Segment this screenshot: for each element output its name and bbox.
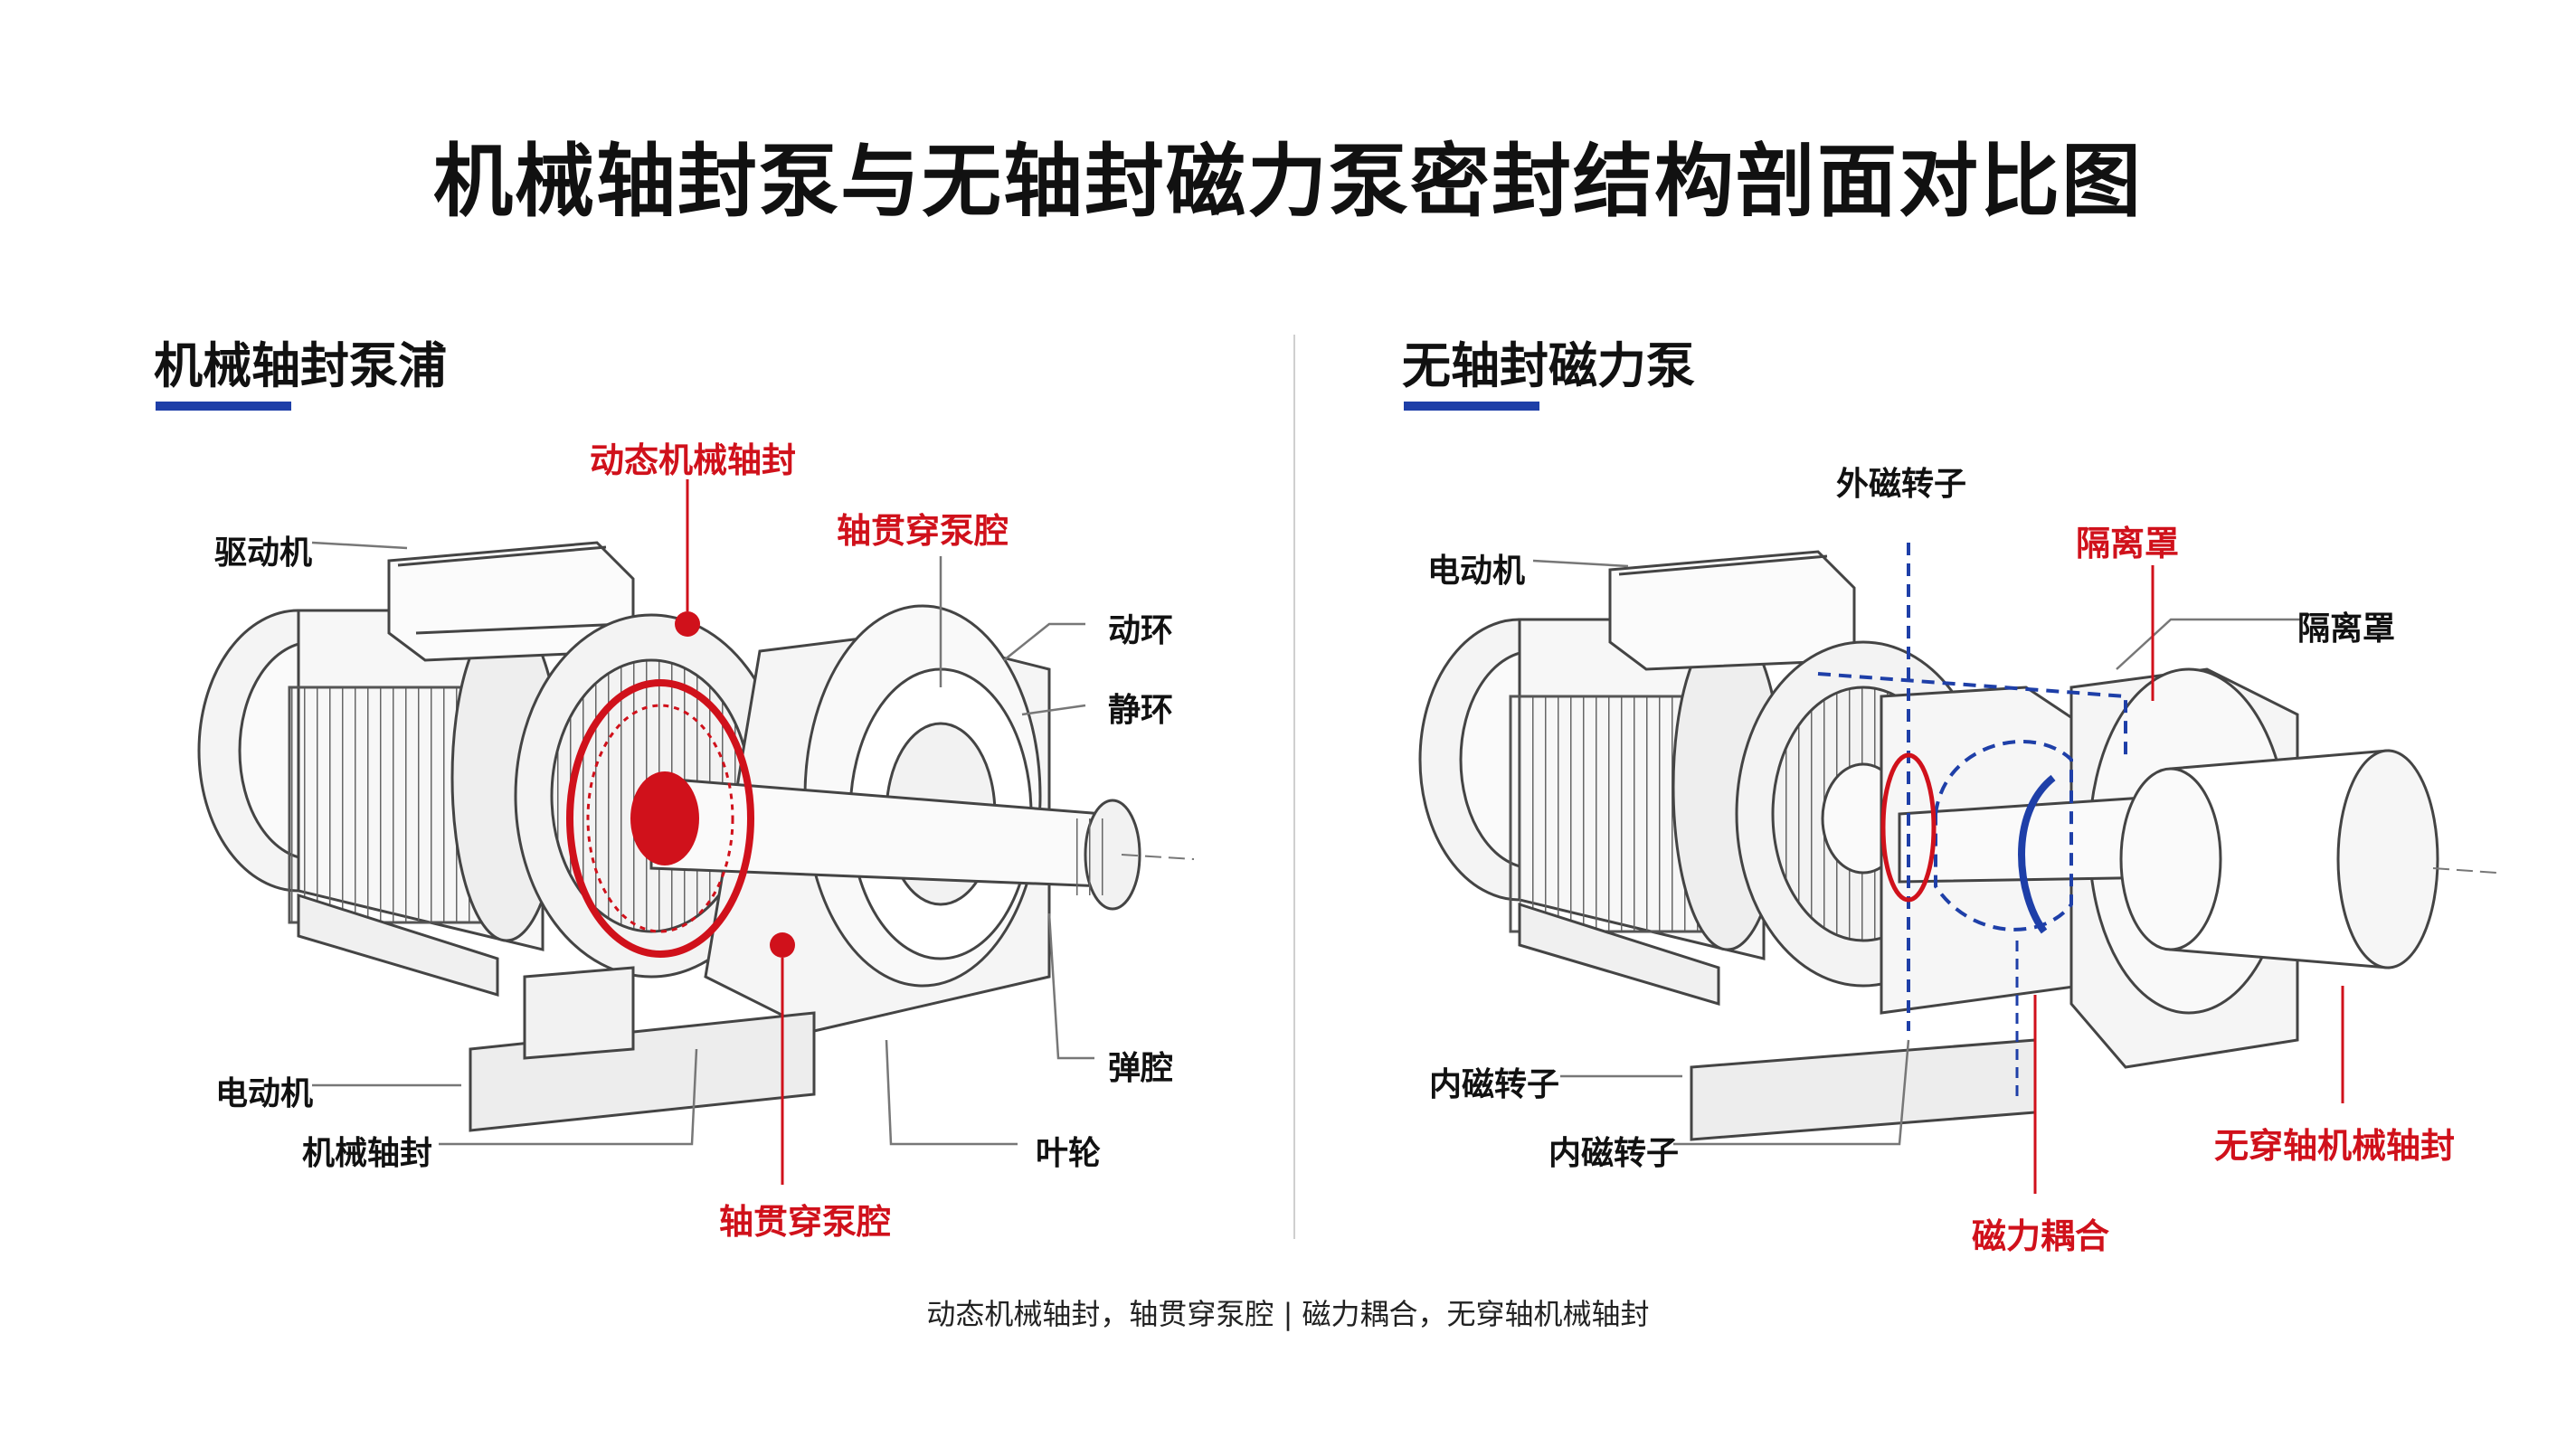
right-leader-lines: [1532, 559, 2302, 1146]
left-red-leaders: [686, 479, 784, 1185]
label-shaft-through-bottom: 轴贯穿泵腔: [719, 1202, 892, 1242]
label-drive-motor: 驱动机: [214, 534, 313, 572]
left-leader-lines: [311, 541, 1094, 1146]
label-electric-motor-right: 电动机: [1427, 553, 1526, 590]
label-isolation-cover: 隔离罩: [2297, 610, 2396, 648]
label-inner-rotor-2: 内磁转子: [1548, 1135, 1680, 1172]
label-rotating-ring: 动环: [1108, 612, 1174, 649]
magnetic-pump-drawing: [1418, 550, 2497, 1141]
panel-divider: [1293, 335, 1295, 1239]
label-inner-rotor-1: 内磁转子: [1429, 1066, 1560, 1103]
label-impeller: 叶轮: [1036, 1135, 1102, 1172]
label-spring-chamber: 弹腔: [1108, 1050, 1174, 1087]
label-mechanical-seal: 机械轴封: [302, 1135, 433, 1172]
mechanical-seal-pump-drawing: [197, 541, 1195, 1132]
bottom-caption: 动态机械轴封，轴贯穿泵腔 | 磁力耦合，无穿轴机械轴封: [926, 1297, 1650, 1331]
page-title: 机械轴封泵与无轴封磁力泵密封结构剖面对比图: [432, 135, 2143, 228]
dynamic-seal-highlight: [566, 611, 795, 958]
right-red-leaders: [2033, 565, 2344, 1194]
label-electric-motor-left: 电动机: [215, 1075, 314, 1112]
label-static-ring: 静环: [1108, 692, 1174, 729]
label-isolation-cover-red: 隔离罩: [2076, 524, 2180, 563]
label-no-shaft-seal: 无穿轴机械轴封: [2214, 1126, 2456, 1166]
label-magnetic-coupling: 磁力耦合: [1972, 1216, 2110, 1256]
label-dynamic-seal: 动态机械轴封: [590, 440, 797, 480]
right-panel-title: 无轴封磁力泵: [1402, 337, 1695, 394]
right-title-underline: [1404, 402, 1539, 411]
left-panel-title: 机械轴封泵浦: [154, 337, 447, 394]
left-title-underline: [156, 402, 291, 411]
label-outer-rotor: 外磁转子: [1836, 466, 1967, 503]
magnetic-coupling-highlight: [1817, 543, 2127, 1103]
label-shaft-through-top: 轴贯穿泵腔: [837, 511, 1009, 551]
